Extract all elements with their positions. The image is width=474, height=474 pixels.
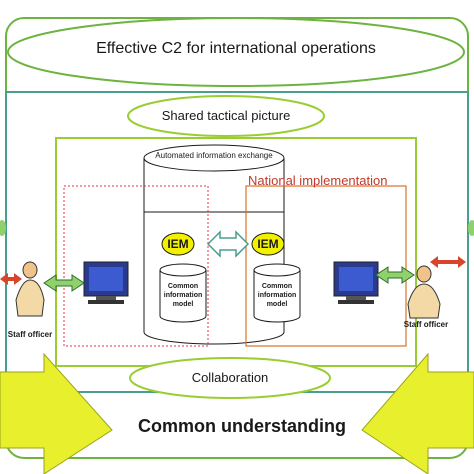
common-understanding-label: Common understanding <box>138 416 346 436</box>
right-national-box <box>245 185 407 347</box>
cim-left-top <box>159 263 207 277</box>
tactical-picture-label: Shared tactical picture <box>161 108 291 123</box>
outer-title: Effective C2 for international operation… <box>96 40 376 57</box>
cim-left-cylinder <box>159 270 207 323</box>
iem-right-badge <box>251 232 285 256</box>
iem-right-label: IEM <box>257 237 279 251</box>
iem-exchange-arrow <box>206 230 250 258</box>
cim-right-cylinder <box>253 270 301 323</box>
cim-left-label: Common information model <box>163 283 203 308</box>
computer-right-icon <box>333 261 379 304</box>
national-implementation-label: National implementation <box>248 173 388 188</box>
edge-blob-right <box>468 220 474 236</box>
red-arrow-right <box>430 256 466 268</box>
exchange-cylinder-top <box>143 144 285 172</box>
green-arrow-left <box>43 274 85 292</box>
green-arrow-right <box>375 266 415 284</box>
yellow-arrow-right <box>361 352 474 474</box>
red-arrow-left <box>0 273 22 285</box>
cim-right-label: Common information model <box>257 283 297 308</box>
left-national-box <box>63 185 209 347</box>
staff-officer-right-icon <box>407 265 441 319</box>
computer-left-icon <box>83 261 129 304</box>
collaboration-label: Collaboration <box>191 370 269 385</box>
yellow-arrow-left <box>0 352 113 474</box>
outer-top-ellipse <box>7 17 465 87</box>
cim-right-top <box>253 263 301 277</box>
iem-left-badge <box>161 232 195 256</box>
staff-officer-left-label: Staff officer <box>7 330 53 339</box>
tactical-picture-oval <box>127 95 325 137</box>
info-exchange-label: Automated information exchange <box>155 151 273 160</box>
collaboration-oval <box>129 357 331 399</box>
staff-officer-left-icon <box>15 261 45 317</box>
edge-blob-left <box>0 220 6 236</box>
iem-left-label: IEM <box>167 237 189 251</box>
staff-officer-right-label: Staff officer <box>403 320 449 329</box>
